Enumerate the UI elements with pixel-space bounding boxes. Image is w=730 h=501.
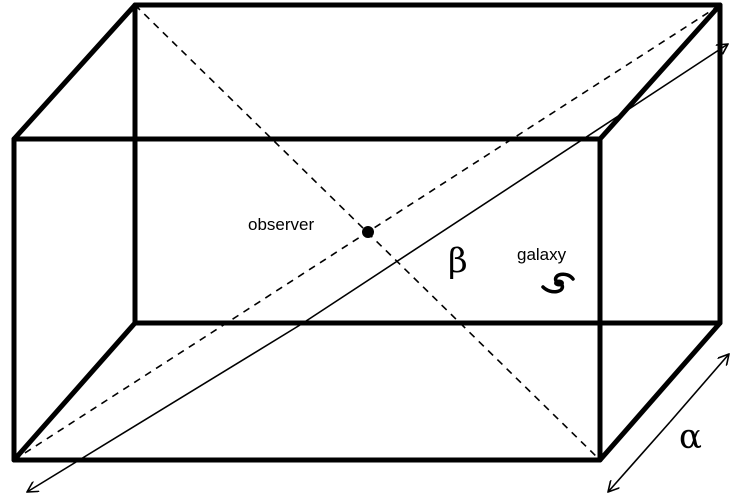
front-face [11, 136, 603, 463]
observer-label: observer [248, 215, 314, 234]
beta-label: β [448, 241, 468, 281]
depth-arrow-lower [608, 421, 671, 492]
line-of-sight-ray-upper [299, 44, 728, 326]
back-face [132, 2, 723, 326]
galaxy-label: galaxy [517, 245, 567, 264]
alpha-label: α [679, 417, 702, 457]
spiral-galaxy-icon [541, 272, 575, 294]
edge-bottom-left [11, 320, 138, 463]
edge-top-left [11, 2, 138, 142]
edge-top-right [597, 2, 723, 142]
observer-point-icon [362, 226, 374, 238]
edge-bottom-right [597, 320, 723, 463]
depth-arrow-upper [669, 354, 729, 423]
line-of-sight-ray [27, 324, 301, 492]
